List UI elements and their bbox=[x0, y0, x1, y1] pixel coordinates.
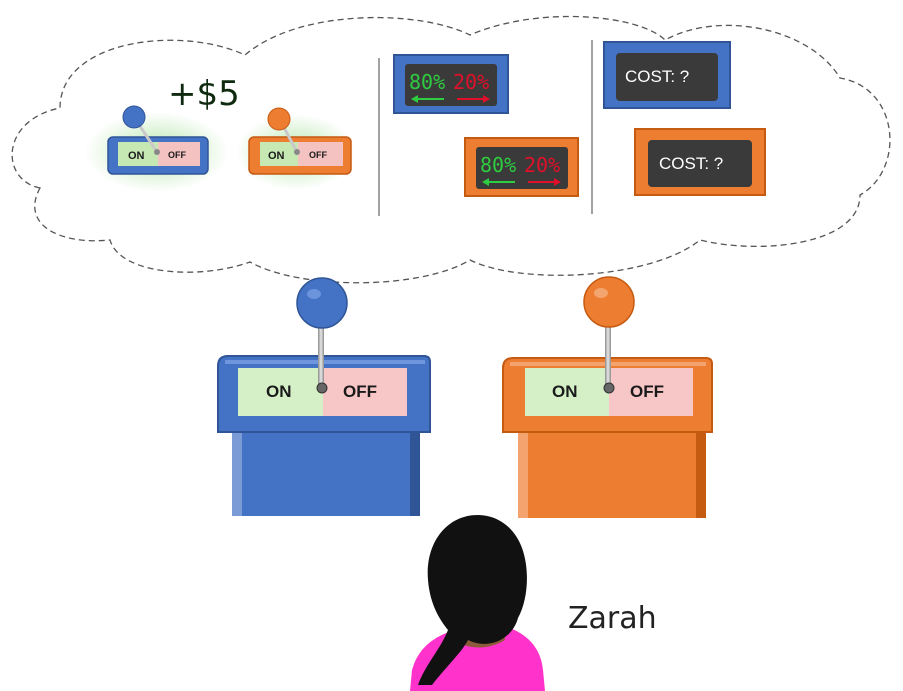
station-lever-knob-shine bbox=[594, 288, 608, 298]
right-arrow-icon bbox=[528, 178, 561, 186]
mini-switch-off-cell bbox=[298, 142, 343, 166]
station-lever-stem bbox=[318, 320, 324, 390]
person-avatar bbox=[410, 515, 545, 691]
person-name-label: Zarah bbox=[568, 601, 657, 636]
station-off-label: OFF bbox=[630, 382, 664, 401]
mini-switch-off-cell bbox=[158, 142, 200, 166]
station-lever-knob-shine bbox=[307, 289, 321, 299]
mini-switch-on-label: ON bbox=[128, 150, 145, 162]
station-orange: ON OFF bbox=[502, 276, 713, 518]
thought-bubble: +$5 ON OFF ON OFF bbox=[11, 15, 891, 284]
probability-right-percent: 20% bbox=[524, 153, 560, 177]
station-pedestal-shade bbox=[518, 426, 528, 518]
station-lever-pivot bbox=[316, 382, 328, 394]
station-on-label: ON bbox=[266, 382, 292, 401]
station-off-cell bbox=[609, 368, 693, 416]
mini-switch-blue: ON OFF bbox=[85, 105, 229, 192]
station-blue: ON OFF bbox=[217, 277, 431, 516]
station-on-cell bbox=[238, 368, 323, 416]
mini-switch-orange: ON OFF bbox=[236, 107, 356, 190]
right-arrow-icon bbox=[457, 95, 490, 103]
probability-panel-orange: 80% 20% bbox=[464, 137, 579, 197]
station-console-top-highlight bbox=[225, 360, 425, 364]
reward-label: +$5 bbox=[168, 74, 240, 114]
mini-switch-off-label: OFF bbox=[168, 150, 186, 160]
mini-switch-on-label: ON bbox=[268, 150, 285, 162]
station-lever-knob bbox=[583, 276, 635, 328]
station-off-cell bbox=[323, 368, 407, 416]
probability-panel-blue: 80% 20% bbox=[393, 54, 509, 114]
cost-label: COST: ? bbox=[659, 154, 723, 173]
station-off-label: OFF bbox=[343, 382, 377, 401]
station-lever-pivot bbox=[603, 382, 615, 394]
probability-left-percent: 80% bbox=[409, 70, 445, 94]
probability-right-percent: 20% bbox=[453, 70, 489, 94]
probability-display bbox=[405, 64, 497, 106]
person-hair bbox=[418, 515, 527, 685]
mini-switch-pivot bbox=[294, 149, 300, 155]
probability-display bbox=[476, 147, 568, 189]
station-lever-stem bbox=[605, 320, 611, 390]
mini-switch-knob bbox=[122, 105, 146, 129]
station-pedestal bbox=[232, 426, 420, 516]
station-on-cell bbox=[525, 368, 609, 416]
cost-display bbox=[616, 53, 718, 101]
mini-switch-off-label: OFF bbox=[309, 150, 327, 160]
left-arrow-icon bbox=[411, 95, 444, 103]
cost-label: COST: ? bbox=[625, 67, 689, 86]
mini-switch-pivot bbox=[154, 149, 160, 155]
cost-panel-blue: COST: ? bbox=[603, 41, 731, 109]
probability-left-percent: 80% bbox=[480, 153, 516, 177]
cost-panel-orange: COST: ? bbox=[634, 128, 766, 196]
station-pedestal-shade bbox=[232, 426, 242, 516]
cost-display bbox=[648, 140, 752, 187]
mini-switch-on-cell bbox=[260, 142, 298, 166]
station-lever-knob bbox=[296, 277, 348, 329]
station-pedestal bbox=[518, 426, 706, 518]
left-arrow-icon bbox=[482, 178, 515, 186]
mini-switch-knob bbox=[267, 107, 291, 131]
station-on-label: ON bbox=[552, 382, 578, 401]
station-pedestal-shade-right bbox=[410, 426, 420, 516]
station-pedestal-shade-right bbox=[696, 426, 706, 518]
